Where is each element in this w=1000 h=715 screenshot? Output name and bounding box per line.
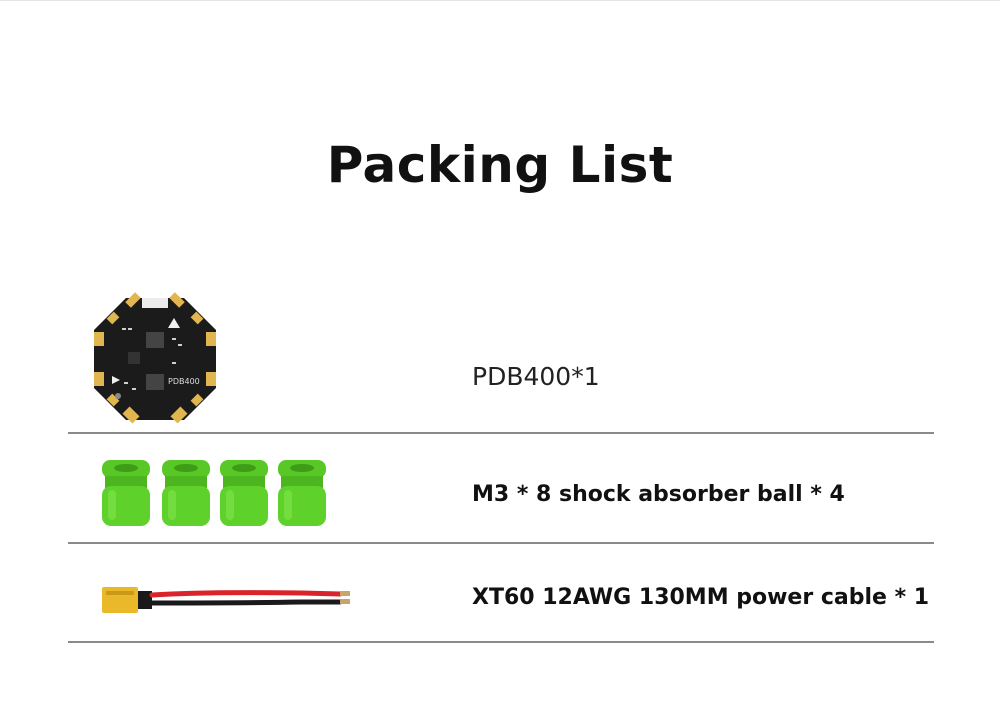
packing-item-label: PDB400*1 xyxy=(472,362,600,391)
packing-item-pdb: PDB400 PDB400*1 xyxy=(68,290,934,430)
page-title: Packing List xyxy=(326,136,674,194)
shock-absorber-balls-image xyxy=(102,457,334,534)
divider xyxy=(68,432,934,434)
divider xyxy=(68,641,934,643)
top-border xyxy=(0,0,1000,1)
packing-item-label: M3 * 8 shock absorber ball * 4 xyxy=(472,482,845,507)
pdb-board-image: PDB400 xyxy=(88,292,222,431)
pdb-board-silkscreen: PDB400 xyxy=(168,377,200,386)
packing-item-label: XT60 12AWG 130MM power cable * 1 xyxy=(472,585,930,610)
divider xyxy=(68,542,934,544)
power-cable-image xyxy=(102,581,352,622)
packing-item-shock-balls: M3 * 8 shock absorber ball * 4 xyxy=(68,445,934,540)
packing-item-power-cable: XT60 12AWG 130MM power cable * 1 xyxy=(68,555,934,640)
